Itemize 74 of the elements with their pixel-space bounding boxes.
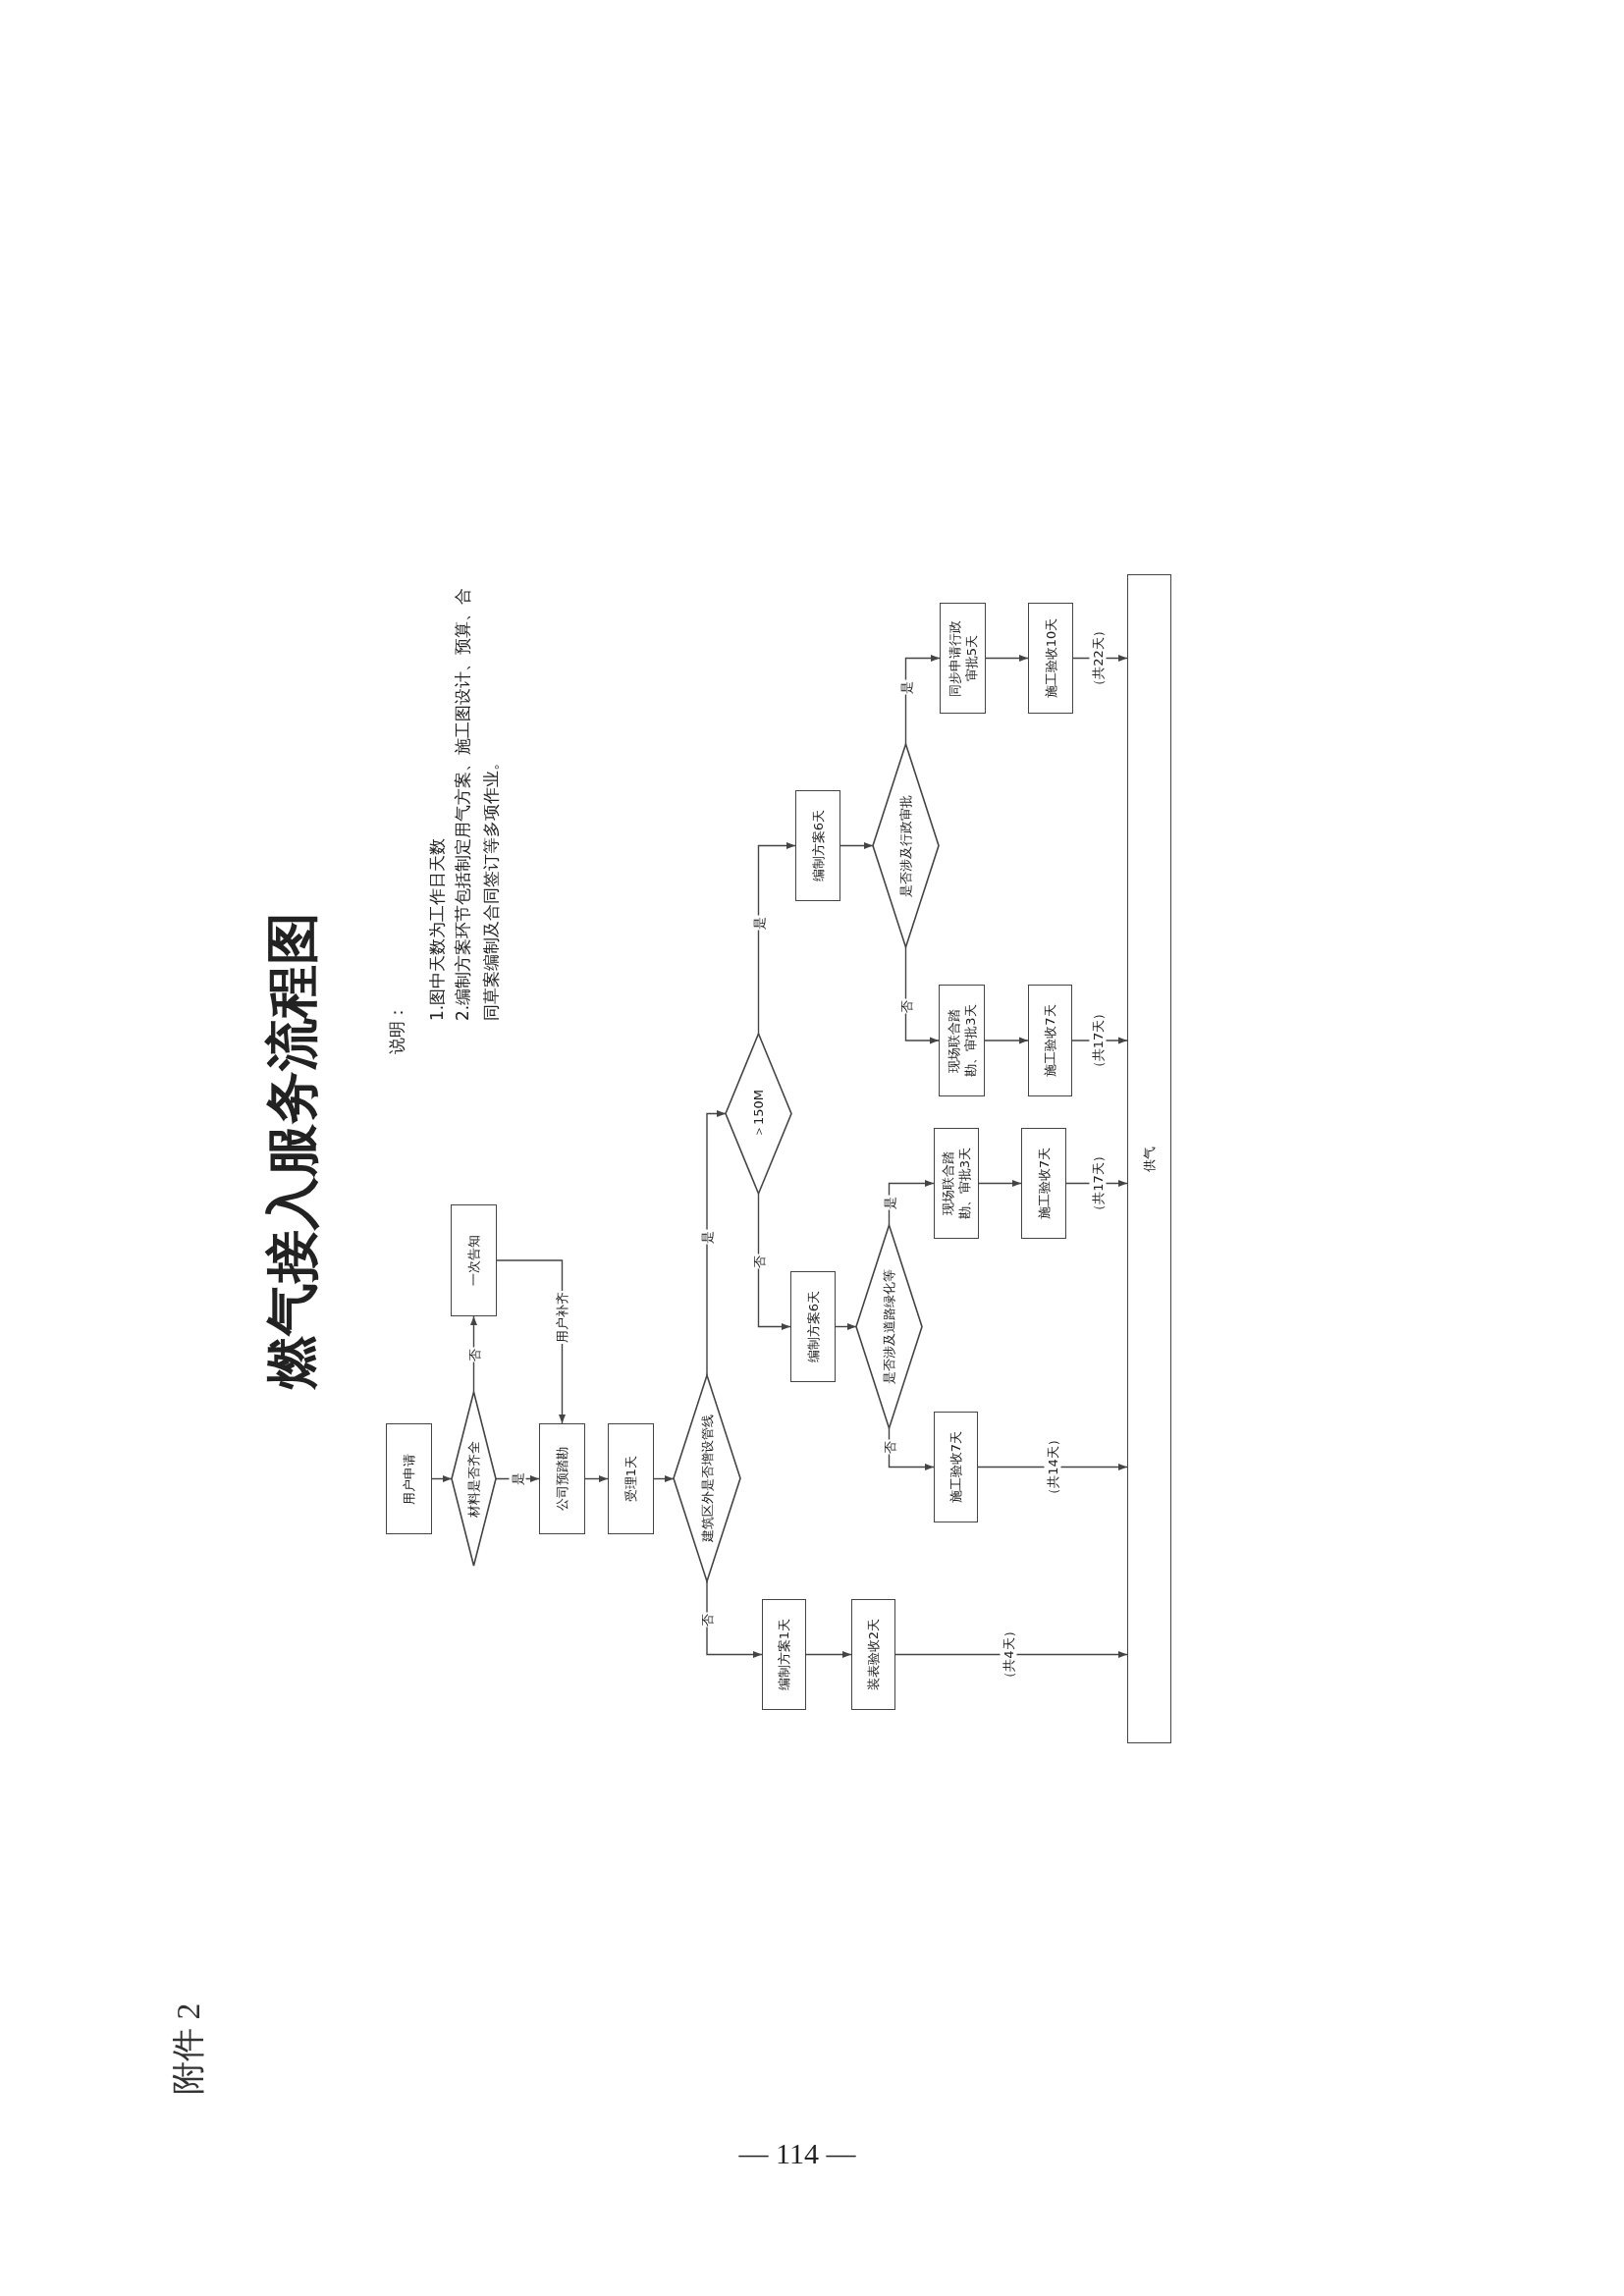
process-box [795,790,840,901]
process-box [934,1412,978,1522]
decision-diamond [452,1392,496,1566]
arrow [839,842,874,849]
arrow [757,842,796,1035]
arrow [894,1651,1128,1658]
arrow [977,1464,1128,1470]
process-box [940,603,986,714]
edge-label: 是 [698,1229,716,1245]
arrow [706,1110,727,1376]
process-box [934,1128,979,1239]
arrow [653,1475,675,1482]
step-text: 编制方案1天 [776,1618,792,1691]
condition-text: 建筑区外是否增设管线 [698,1415,716,1542]
decision-diamond [674,1375,740,1581]
step-text: 施工验收7天 [947,1430,964,1504]
page-number: — 114 — [737,2136,857,2171]
step-text: 施工验收10天 [1042,617,1059,699]
note-text: 2.编制方案环节包括制定用气方案、施工图设计、预算、合同草案编制及合同签订等多项作业。 [452,586,502,1021]
arrow [757,1193,791,1330]
condition-text: 材料是否齐全 [465,1440,482,1518]
process-box [1028,603,1073,714]
process-box [851,1599,895,1710]
arrow [978,1180,1022,1187]
edge-label: 否 [465,1347,482,1362]
title: 燃气接入服务流程图 [263,912,322,1389]
edge-label: 否 [897,998,914,1014]
edge-label: 是 [750,915,767,931]
decision-diamond [873,744,939,947]
note-text: 1.图中天数为工作日天数 [426,837,448,1021]
step-text: 现场联合踏勘、审批3天 [940,1146,973,1222]
process-box [790,1271,836,1382]
edge-label: 否 [750,1254,767,1269]
process-box [762,1599,806,1710]
step-text: 供气 [1141,1146,1158,1172]
arrow [431,1475,453,1482]
step-text: 编制方案6天 [804,1290,822,1363]
process-box [539,1423,585,1534]
process-box [939,985,985,1096]
step-text: 受理1天 [623,1455,639,1503]
edge-label: 否 [698,1612,716,1628]
condition-text: ＞150M [750,1090,767,1138]
step-text: 公司预踏勘 [554,1447,570,1511]
step-text: 现场联合踏勘、审批3天 [945,1003,979,1079]
process-box [386,1423,432,1534]
decision-diamond [856,1225,922,1428]
process-box [451,1204,497,1316]
edge-label: 是 [509,1471,526,1486]
condition-text: 是否涉及道路绿化等 [881,1269,897,1384]
edge-label: 用户补齐 [553,1291,570,1344]
step-text: 同步申请行政审批5天 [946,618,980,699]
arrow [985,655,1029,662]
note-text: 说明： [386,1004,407,1054]
step-text: 用户申请 [401,1453,417,1505]
arrow [984,1037,1029,1044]
arrow [706,1580,763,1658]
arrow [805,1651,852,1658]
supply-bar [1127,574,1171,1743]
step-text: 一次告知 [465,1235,482,1286]
edge-label: 否 [881,1439,897,1455]
step-text: 编制方案6天 [809,809,827,882]
process-box [608,1423,654,1534]
attachment-label: 附件 2 [169,2002,207,2095]
arrow [584,1475,609,1482]
process-box [1028,985,1072,1096]
step-text: 装表验收2天 [865,1618,882,1691]
decision-diamond [726,1034,791,1194]
step-text: 施工验收7天 [1035,1147,1053,1220]
step-text: 施工验收7天 [1042,1004,1058,1077]
edge-label: 是 [881,1195,897,1210]
condition-text: 是否涉及行政审批 [897,794,914,897]
edge-label: 是 [897,679,914,695]
arrow [835,1323,857,1330]
process-box [1021,1128,1066,1239]
